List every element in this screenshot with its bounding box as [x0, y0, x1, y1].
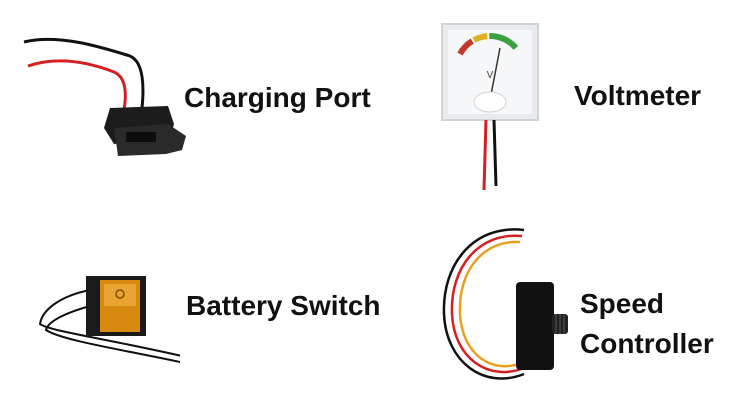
battery-switch-label: Battery Switch [186, 290, 381, 321]
speed-controller-label-line1: Speed [580, 288, 665, 319]
charging-port-image [18, 28, 198, 178]
svg-text:V: V [487, 70, 494, 81]
voltmeter-label: Voltmeter [574, 80, 702, 111]
charging-port-label: Charging Port [184, 82, 371, 113]
voltmeter-image: V [440, 22, 550, 194]
battery-switch-image [30, 262, 180, 382]
speed-controller-label-line2: Controller [580, 328, 714, 359]
speed-controller-image [434, 224, 584, 396]
